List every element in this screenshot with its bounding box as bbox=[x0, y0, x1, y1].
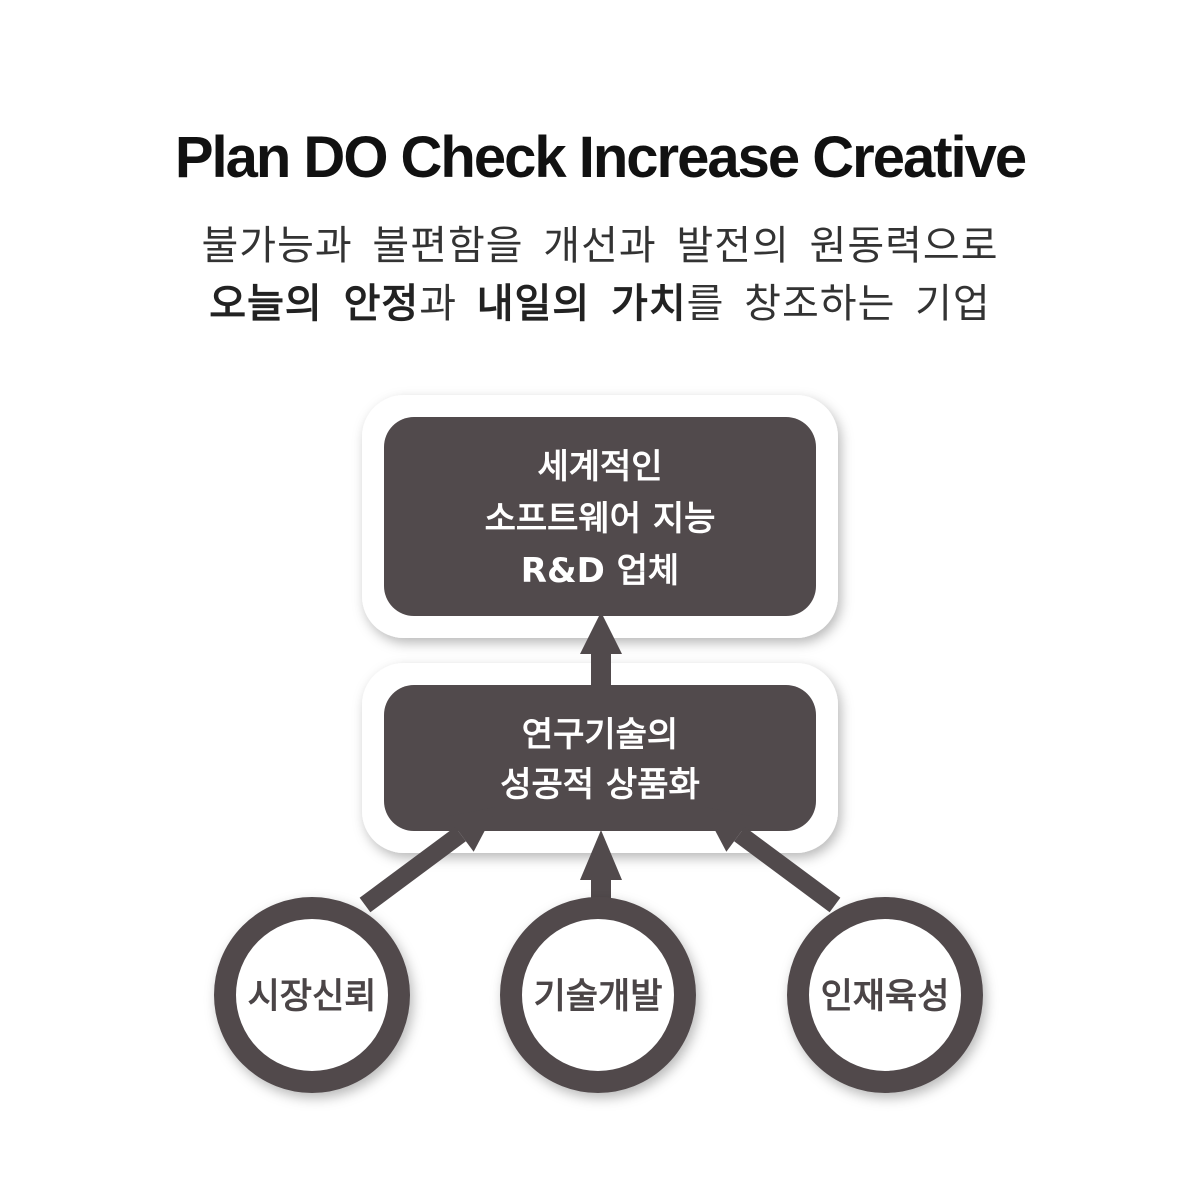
arrow-right-to-middle bbox=[702, 806, 841, 913]
middle-box-panel bbox=[384, 685, 816, 831]
arrow-center-to-middle bbox=[580, 830, 622, 900]
arrow-left-to-middle bbox=[359, 806, 498, 913]
subtitle-connector: 과 bbox=[419, 281, 477, 327]
circle-label-market-trust: 시장신뢰 bbox=[248, 977, 377, 1017]
page-title: Plan DO Check Increase Creative bbox=[174, 125, 1027, 190]
top-box-line-3: R&D 업체 bbox=[521, 551, 679, 591]
circle-talent-development: 인재육성 bbox=[787, 897, 983, 1093]
subtitle-line-2: 오늘의 안정과 내일의 가치를 창조하는 기업 bbox=[0, 276, 1200, 332]
middle-box-line-1: 연구기술의 bbox=[522, 715, 678, 755]
subtitle-bold-tomorrow: 내일의 가치 bbox=[476, 281, 687, 327]
top-box-panel bbox=[384, 417, 816, 616]
circle-market-trust: 시장신뢰 bbox=[214, 897, 410, 1093]
circle-label-talent-development: 인재육성 bbox=[821, 977, 950, 1017]
top-box-line-2: 소프트웨어 지능 bbox=[485, 499, 716, 539]
arrow-middle-to-top bbox=[580, 612, 622, 687]
subtitle-line-1: 불가능과 불편함을 개선과 발전의 원동력으로 bbox=[201, 223, 999, 269]
circle-tech-development: 기술개발 bbox=[500, 897, 696, 1093]
middle-box: 연구기술의 성공적 상품화 bbox=[362, 663, 838, 853]
top-box: 세계적인 소프트웨어 지능 R&D 업체 bbox=[362, 395, 838, 638]
top-box-line-1: 세계적인 bbox=[537, 447, 662, 487]
subtitle-bold-today: 오늘의 안정 bbox=[209, 281, 420, 327]
subtitle-ending: 를 창조하는 기업 bbox=[686, 281, 991, 327]
circle-label-tech-development: 기술개발 bbox=[534, 977, 663, 1017]
middle-box-line-2: 성공적 상품화 bbox=[500, 765, 700, 805]
